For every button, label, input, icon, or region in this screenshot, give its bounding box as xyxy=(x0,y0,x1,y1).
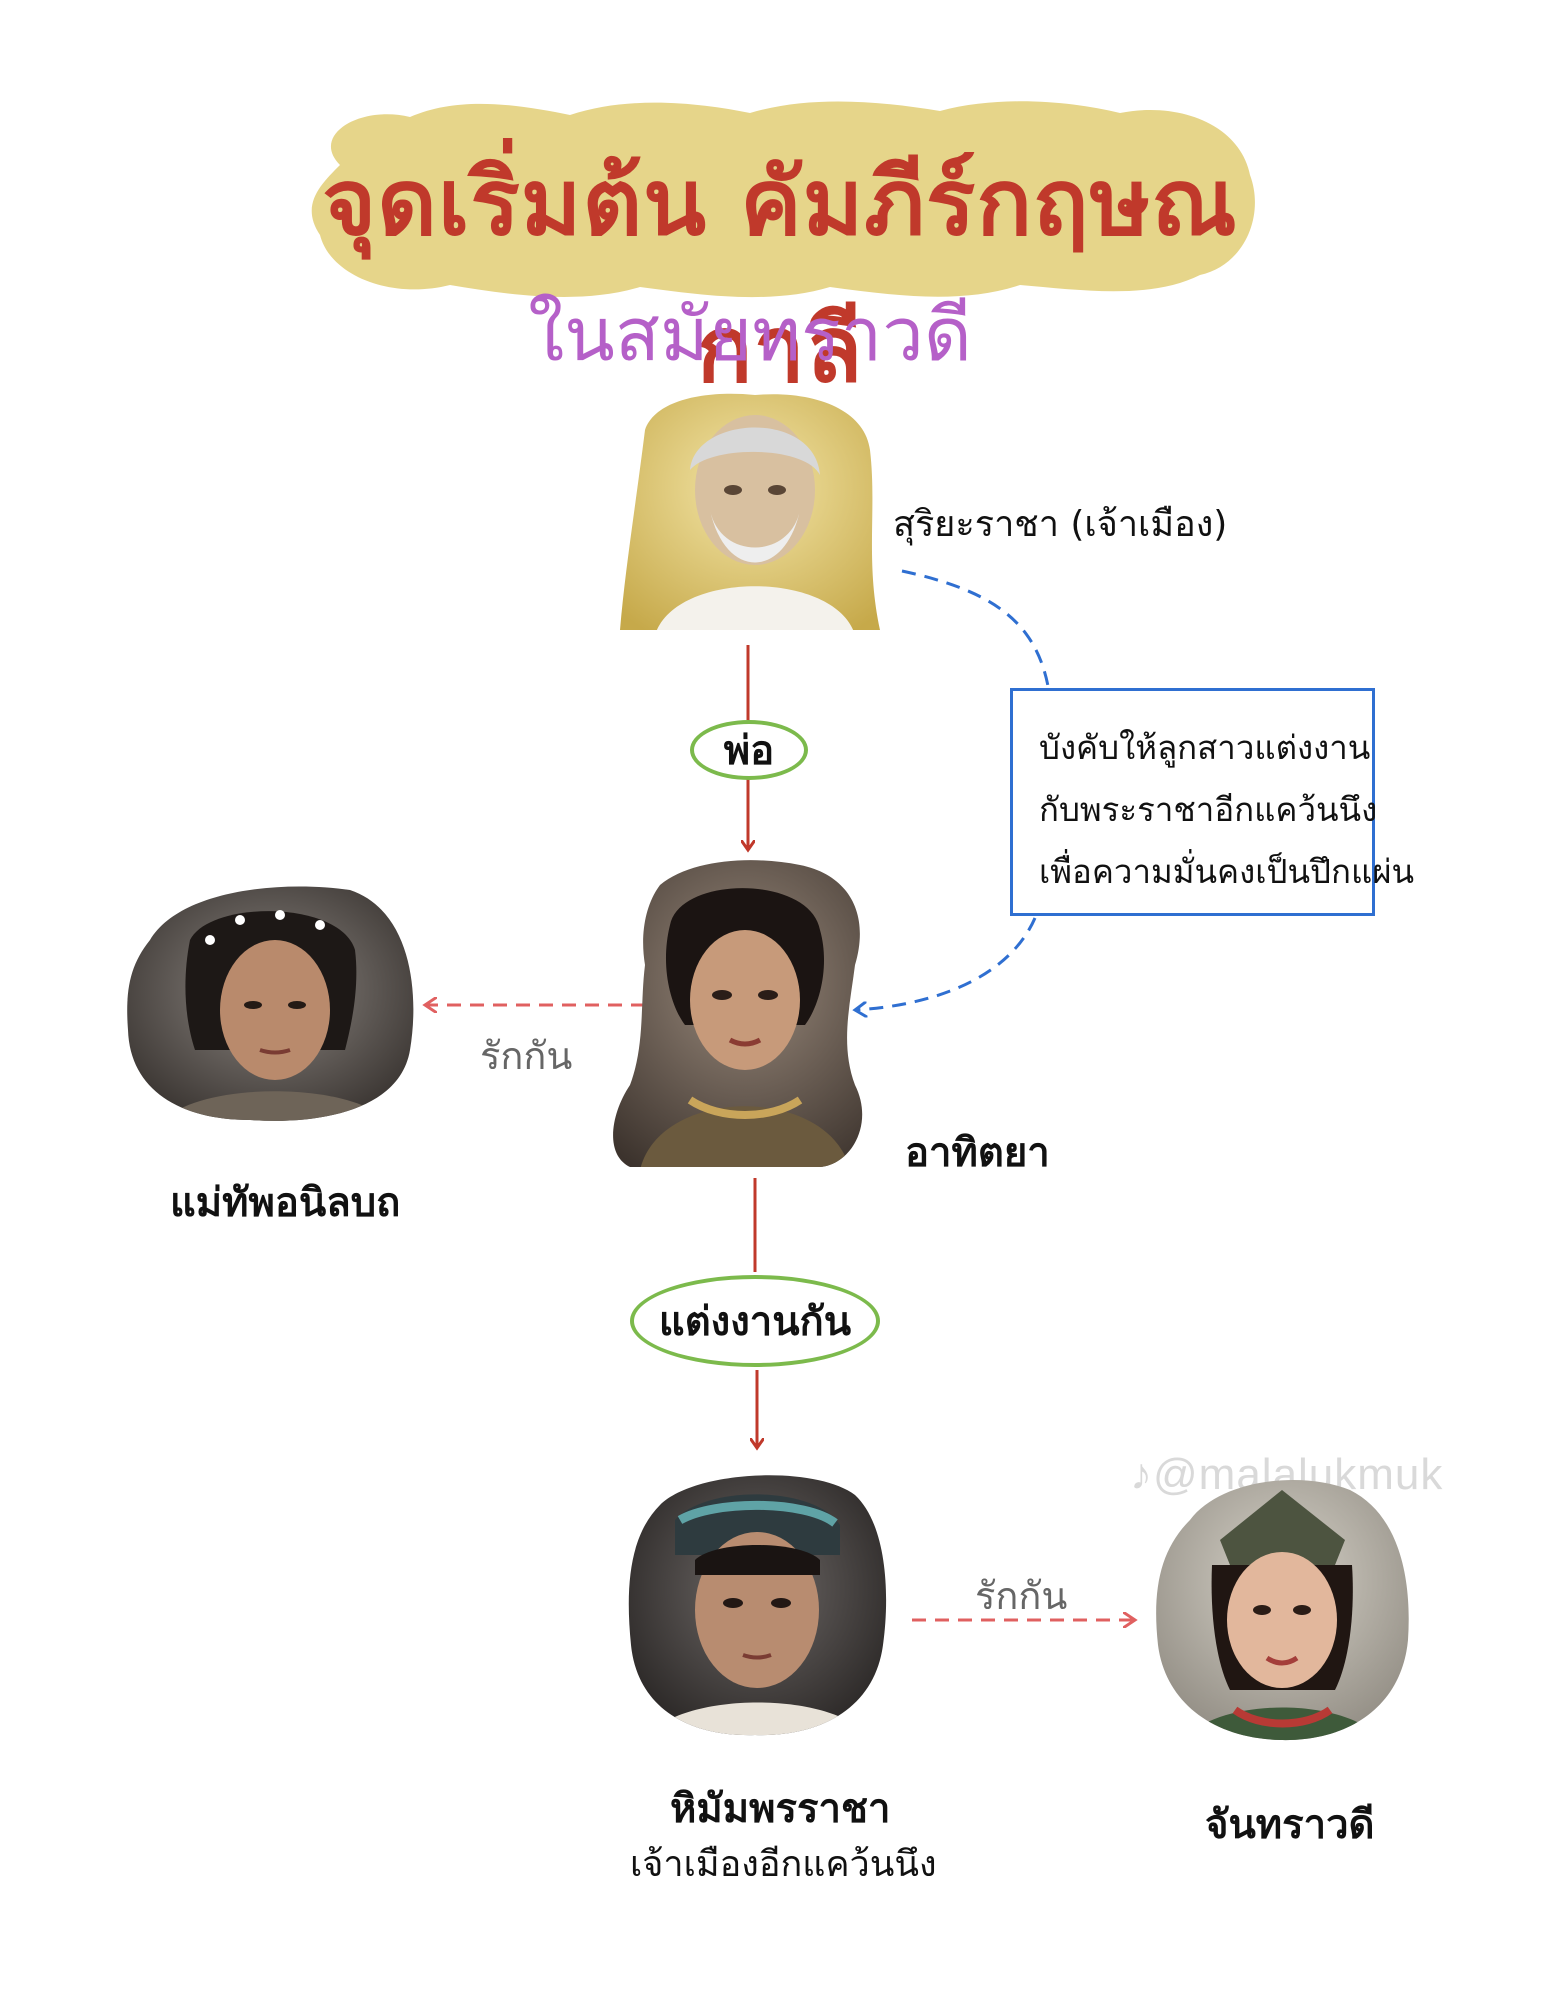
father-relation-pill: พ่อ xyxy=(690,720,808,780)
love-right-label: รักกัน xyxy=(975,1574,1068,1618)
suriyaracha-name: สุริยะราชา (เจ้าเมือง) xyxy=(893,504,1228,545)
athitaya-name: อาทิตยา xyxy=(905,1130,1050,1176)
chantrawadee-name: จันทราวดี xyxy=(1205,1802,1375,1848)
love-left-label: รักกัน xyxy=(480,1034,573,1078)
note-line: กับพระราชาอีกแคว้นนึง xyxy=(1039,790,1378,829)
lady-portrait-icon xyxy=(1150,1470,1415,1745)
title-highlight xyxy=(311,101,1255,298)
himmaporn-name: หิมัมพรราชา xyxy=(670,1786,891,1832)
general-name: แม่ทัพอนิลบถ xyxy=(170,1180,401,1226)
note-arc-bottom xyxy=(855,917,1037,1010)
married-relation-pill: แต่งงานกัน xyxy=(630,1275,880,1367)
himmaporn-subtitle: เจ้าเมืองอีกแคว้นนึง xyxy=(630,1844,937,1885)
general-portrait-icon xyxy=(120,880,420,1125)
note-arc-top xyxy=(901,569,1050,687)
page-subtitle: ในสมัยทราวดี xyxy=(528,292,972,378)
elderly-king-portrait-icon xyxy=(615,390,885,635)
note-box: บังคับให้ลูกสาวแต่งงาน กับพระราชาอีกแคว้… xyxy=(1010,688,1415,916)
page-title: จุดเริ่มต้น คัมภีร์กฤษณกาลี xyxy=(322,149,1238,403)
note-line: เพื่อความมั่นคงเป็นปึกแผ่น xyxy=(1039,852,1415,891)
king-portrait-icon xyxy=(625,1465,890,1740)
princess-portrait-icon xyxy=(600,855,890,1170)
note-line: บังคับให้ลูกสาวแต่งงาน xyxy=(1039,728,1371,767)
